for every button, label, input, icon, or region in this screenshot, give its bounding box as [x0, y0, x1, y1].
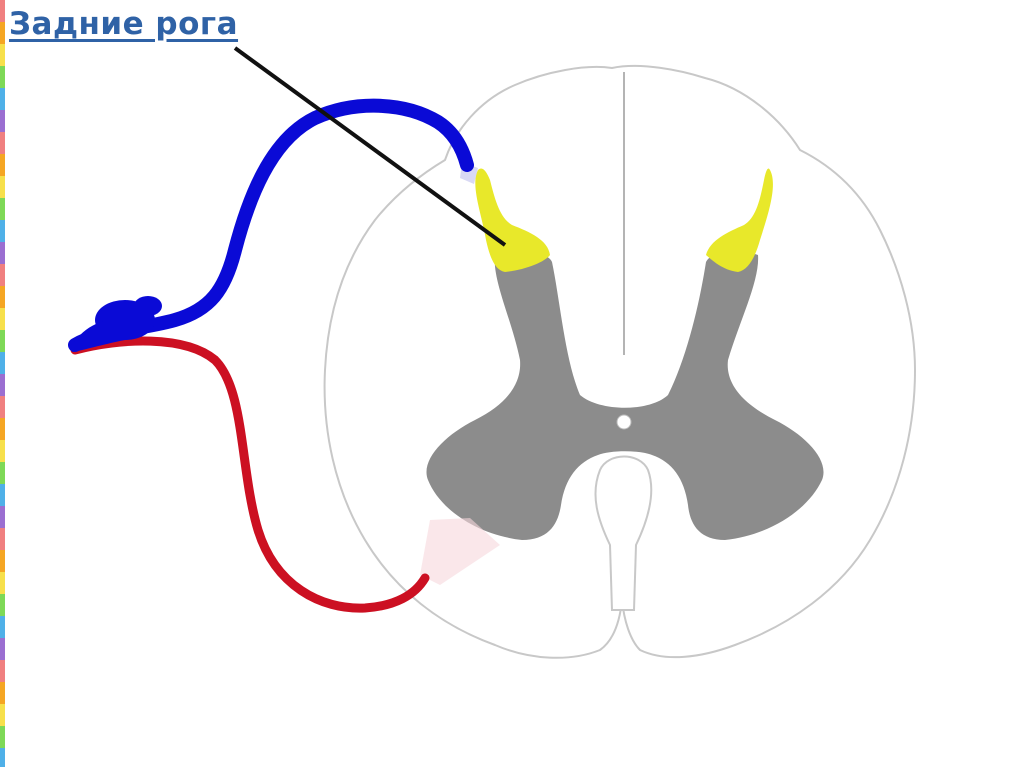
central-canal [617, 415, 631, 429]
ganglion-bump [134, 296, 162, 316]
